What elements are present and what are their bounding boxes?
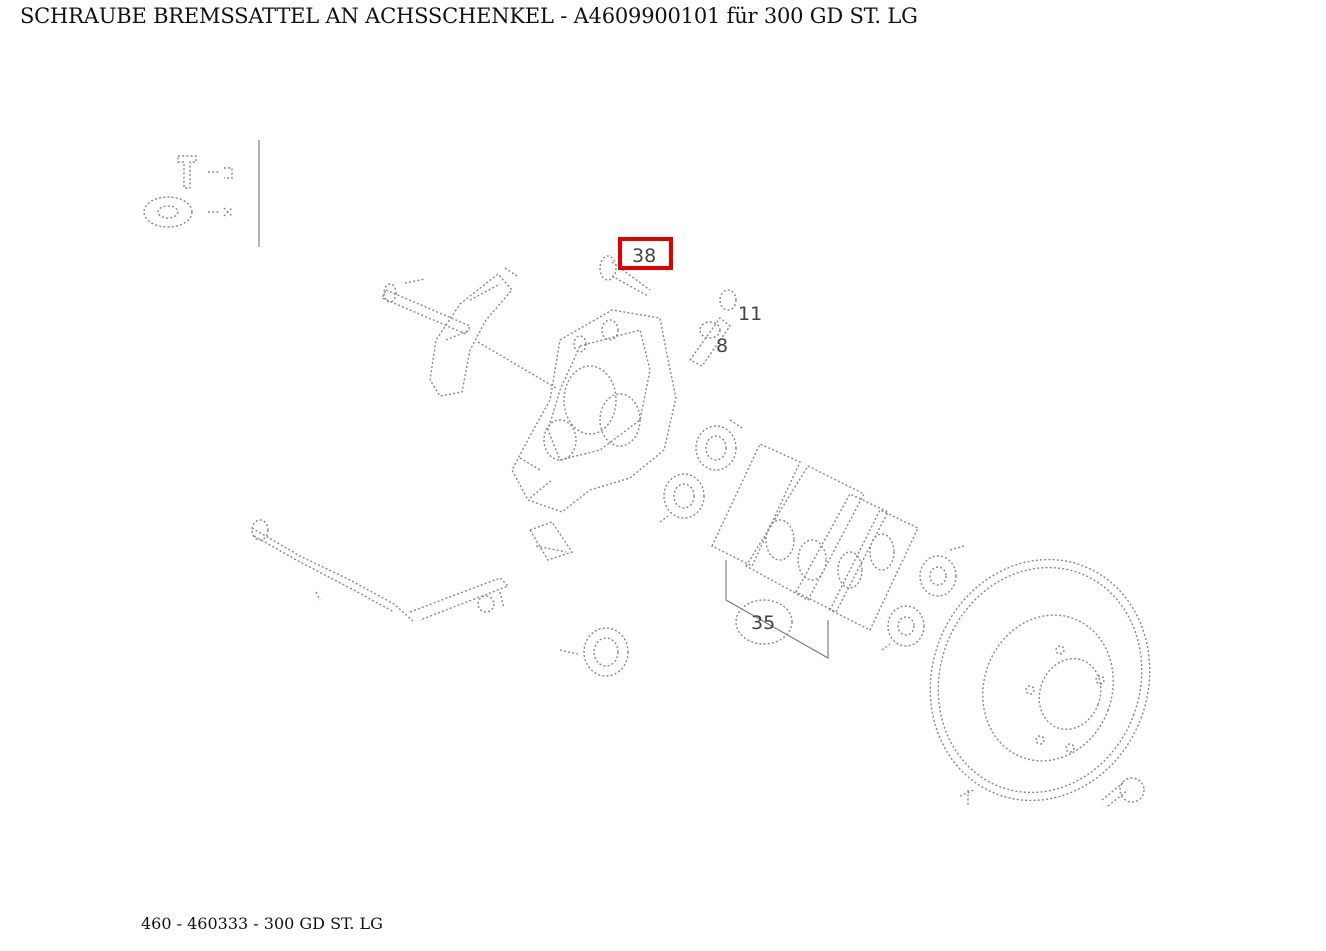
bleeder-screw <box>688 289 737 367</box>
brake-disc <box>929 558 1151 806</box>
dust-cap <box>559 627 629 677</box>
brake-bracket <box>429 267 518 397</box>
brake-caliper <box>511 309 677 513</box>
footer-model-info: 460 - 460333 - 300 GD ST. LG <box>141 914 383 933</box>
brake-pads-set <box>711 443 919 659</box>
legend-symbols <box>143 140 260 247</box>
callout-38[interactable]: 38 <box>632 245 656 267</box>
page-title: SCHRAUBE BREMSSATTEL AN ACHSSCHENKEL - A… <box>20 4 918 28</box>
bolt-part <box>381 278 471 335</box>
retaining-clip <box>528 521 574 561</box>
wheel-bolt <box>1101 777 1145 807</box>
sensor-cable <box>251 519 510 623</box>
highlight-box-part-38 <box>618 237 673 270</box>
piston-seal-upper <box>695 419 743 471</box>
ring-part-lower <box>881 605 925 651</box>
ring-part-right <box>919 545 965 597</box>
piston-seal-lower <box>659 473 705 523</box>
callout-35[interactable]: 35 <box>751 612 775 634</box>
callout-8[interactable]: 8 <box>716 335 728 357</box>
callout-11[interactable]: 11 <box>738 303 762 325</box>
callout-35-circle <box>735 599 793 645</box>
part-38-bolt <box>599 255 651 297</box>
